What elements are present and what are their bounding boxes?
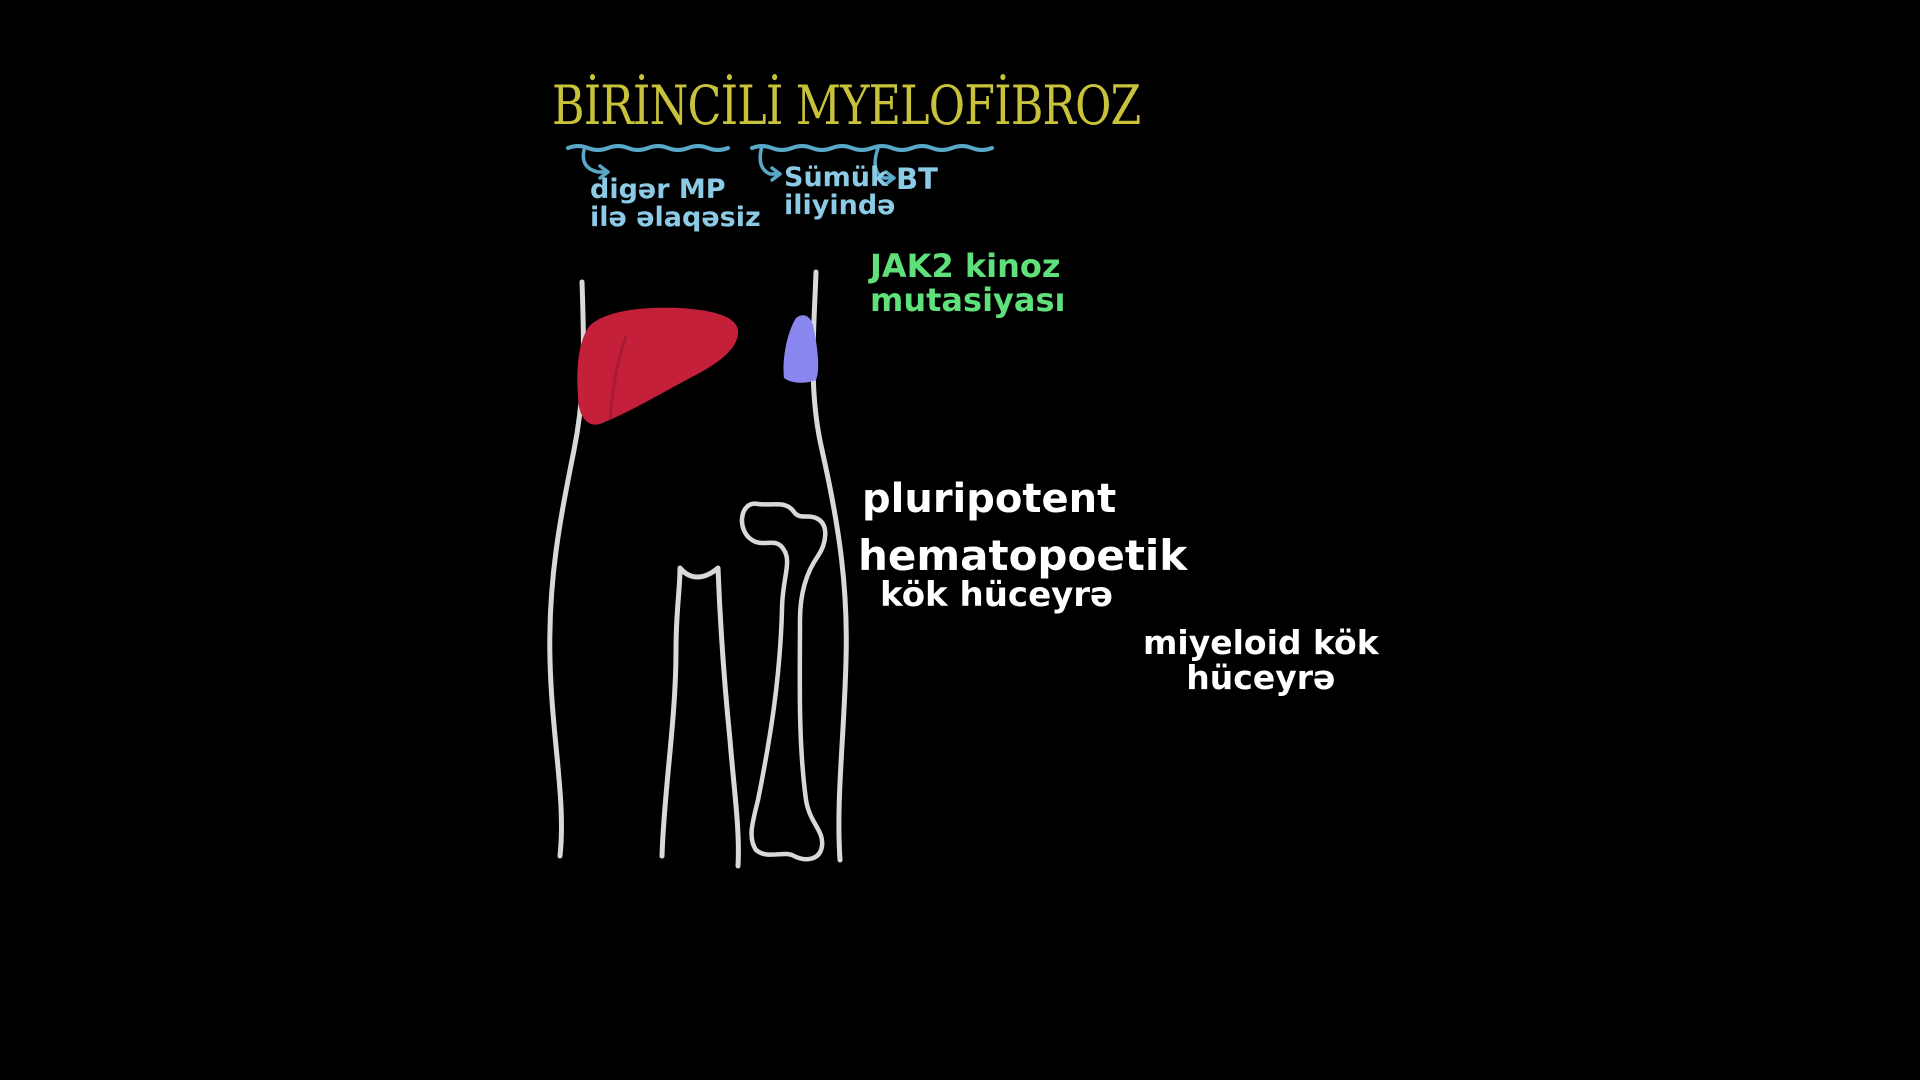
annotation-unrelated-line-2: ilə əlaqəsiz	[590, 202, 761, 234]
arrow-bone-marrow-icon	[758, 144, 782, 182]
leg-inner-outline	[659, 565, 741, 869]
arrow-unrelated-icon	[581, 148, 610, 180]
myeloid-line-2: hüceyrə	[1186, 657, 1336, 697]
liver-icon	[577, 307, 739, 425]
liver-shading	[608, 335, 628, 421]
femur-bone-icon	[739, 501, 828, 862]
stem-cell-line-1: pluripotent	[862, 476, 1117, 522]
stem-cell-line-3: kök hüceyrə	[880, 575, 1114, 615]
title-underline-right	[750, 144, 994, 152]
jak2-line-1: JAK2 kinoz	[870, 247, 1061, 285]
stem-cell-line-2: hematopoetik	[858, 531, 1188, 580]
jak2-line-2: mutasiyası	[870, 280, 1066, 319]
arrow-bt-icon	[873, 146, 896, 186]
myeloid-stem-cell-label: miyeloid kök hüceyrə	[1143, 623, 1379, 697]
jak2-label: JAK2 kinoz mutasiyası	[870, 247, 1066, 319]
annotation-unrelated: digər MP ilə əlaqəsiz	[590, 174, 761, 234]
spleen-icon	[783, 315, 819, 383]
annotation-bone-marrow-line-2: iliyində	[784, 190, 896, 222]
annotation-bone-marrow: Sümük iliyində	[784, 162, 896, 222]
myeloid-line-1: miyeloid kök	[1143, 623, 1379, 662]
title-underline	[566, 144, 730, 152]
annotation-bone-marrow-line-1: Sümük	[784, 162, 888, 193]
annotation-bt: BT	[896, 162, 938, 196]
annotation-unrelated-line-1: digər MP	[590, 174, 726, 205]
page-title: BİRİNCİLİ MYELOFİBROZ	[552, 74, 1141, 137]
